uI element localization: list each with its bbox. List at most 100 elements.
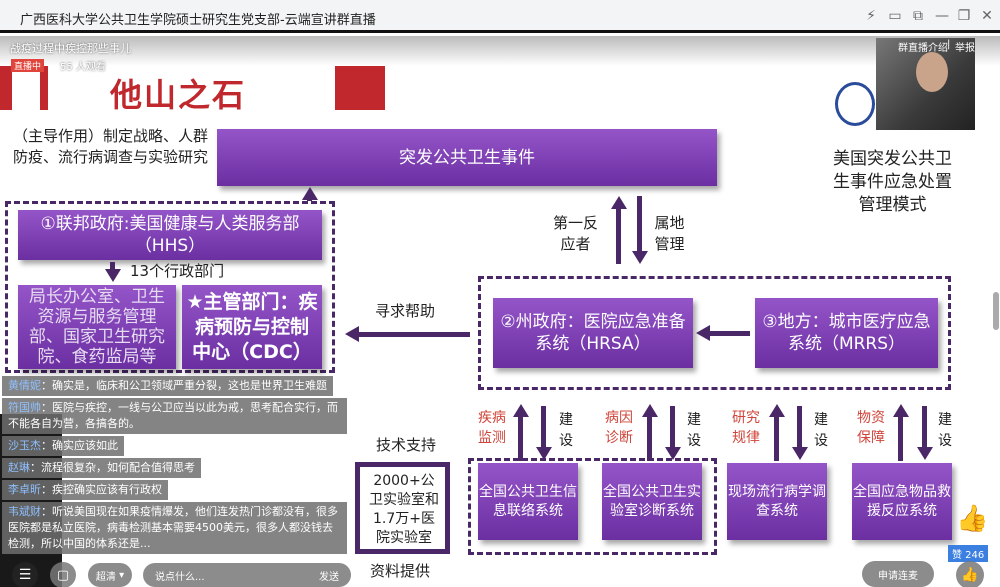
federal-group xyxy=(5,201,335,373)
chat-message: 赵琳：流程很复杂，如何配合值得思考 xyxy=(2,458,201,478)
left-caption: （主导作用）制定战略、人群防疫、流行病调查与实验研究 xyxy=(12,127,208,166)
arrow-down xyxy=(670,406,675,448)
chat-message: 沙玉杰：确实应该如此 xyxy=(2,436,124,456)
header-shade xyxy=(0,36,1000,66)
data-provide-label: 资料提供 xyxy=(370,562,431,580)
box-system-1: 全国公共卫生信息联络系统 xyxy=(478,463,578,540)
box-system-3: 现场流行病学调查系统 xyxy=(727,463,827,540)
copy-icon[interactable]: ⧉ xyxy=(913,8,923,24)
arrow-up xyxy=(647,416,652,461)
chat-message: 符国帅：医院与疾控，一线与公卫应当以此为戒，思考配合实行，而不能各自为营，各搞各… xyxy=(2,398,347,434)
chat-list: 黄倩妮：确实是，临床和公卫领域严重分裂，这也是世界卫生难题 符国帅：医院与疾控，… xyxy=(2,376,347,554)
box-hhs: ①联邦政府:美国健康与人类服务部（HHS） xyxy=(18,210,322,260)
local-mgmt-label: 属地管理 xyxy=(654,214,685,253)
chat-user: 符国帅 xyxy=(8,401,41,414)
slide-decor xyxy=(40,66,48,110)
label-supplies: 物资保障 xyxy=(857,410,885,446)
seek-help-label: 寻求帮助 xyxy=(375,302,436,320)
build-label: 建设 xyxy=(687,412,701,449)
university-logo xyxy=(835,82,875,126)
send-button[interactable]: 发送 xyxy=(319,571,339,583)
live-badge: 直播中 xyxy=(11,59,45,72)
video-stage: 他山之石 战疫过程中疾控那些事儿 直播中 55 人观看 群直播介绍 | 举报 突… xyxy=(0,36,1000,587)
box-public-health-event: 突发公共卫生事件 xyxy=(217,129,717,186)
arrowhead xyxy=(345,326,359,342)
chat-text: ：确实应该如此 xyxy=(41,439,118,452)
arrow-left xyxy=(708,331,750,336)
tech-support-label: 技术支持 xyxy=(376,436,437,454)
pip-icon[interactable]: ▭ xyxy=(888,8,902,24)
quality-select[interactable]: 超清 ▾ xyxy=(88,563,132,587)
viewer-count: 55 人观看 xyxy=(60,62,106,73)
chat-user: 沙玉杰 xyxy=(8,439,41,452)
box-local: ③地方：城市医疗应急系统（MRRS） xyxy=(755,298,938,368)
labs-text: 2000+公卫实验室和1.7万+医院实验室 xyxy=(369,473,439,546)
state-local-group xyxy=(478,276,951,390)
label-research: 研究规律 xyxy=(732,410,760,446)
arrow-up xyxy=(774,416,779,461)
report-link[interactable]: 举报 xyxy=(955,43,975,54)
window-title: 广西医科大学公共卫生学院硕士研究生党支部-云端宣讲群直播 xyxy=(20,13,376,28)
chat-message: 李卓昕：疾控确实应该有行政权 xyxy=(2,480,168,500)
slide-title: 他山之石 xyxy=(110,76,247,114)
chat-user: 黄倩妮 xyxy=(8,379,41,392)
arrow-up xyxy=(518,416,523,461)
chat-placeholder: 说点什么... xyxy=(155,571,205,583)
quality-label: 超清 xyxy=(95,571,116,583)
thumbs-up-icon[interactable]: 👍 xyxy=(956,561,984,587)
chat-text: ：流程很复杂，如何配合值得思考 xyxy=(30,461,195,474)
chat-input[interactable]: 说点什么... 发送 xyxy=(143,563,351,587)
thumbs-up-emoji: 👍 xyxy=(956,504,989,534)
chat-user: 赵琳 xyxy=(8,461,30,474)
chat-user: 李卓昕 xyxy=(8,483,41,496)
thirteen-depts: 13个行政部门 xyxy=(130,262,225,280)
arrow-left xyxy=(358,332,470,337)
box-sub-departments: 局长办公室、卫生资源与服务管理部、国家卫生研究院、食药监局等 xyxy=(18,285,176,369)
presenter-face xyxy=(916,52,948,92)
chat-message: 韦斌财：听说美国现在如果疫情爆发，他们连发热门诊都没有，很多医院都是私立医院，病… xyxy=(2,502,347,554)
close-button[interactable]: ✕ xyxy=(981,8,993,24)
arrow-up xyxy=(616,208,621,264)
national-group xyxy=(468,458,717,555)
box-state: ②州政府：医院应急准备系统（HRSA） xyxy=(493,298,693,368)
chat-user: 韦斌财 xyxy=(8,505,41,518)
lab-loop xyxy=(355,462,450,554)
arrow-down xyxy=(110,262,115,270)
scrollbar[interactable] xyxy=(993,292,999,330)
chat-text: ：听说美国现在如果疫情爆发，他们连发热门诊都没有，很多医院都是私立医院，病毒检测… xyxy=(8,505,338,550)
arrow-down xyxy=(637,196,642,252)
box-system-2: 全国公共卫生实验室诊断系统 xyxy=(602,463,702,540)
first-responder-label: 第一反应者 xyxy=(552,214,598,253)
like-count: 赞 246 xyxy=(948,545,989,562)
build-label: 建设 xyxy=(559,412,573,449)
slide-decor xyxy=(0,66,12,110)
slide-decor xyxy=(335,66,385,110)
arrow-up xyxy=(307,199,312,201)
live-title: 战疫过程中疾控那些事儿 xyxy=(10,42,131,55)
minimize-button[interactable]: — xyxy=(935,8,949,24)
build-label: 建设 xyxy=(814,412,828,449)
presenter-camera[interactable] xyxy=(876,38,975,130)
intro-link[interactable]: 群直播介绍 xyxy=(898,43,948,54)
arrow-down xyxy=(922,406,927,448)
box-system-4: 全国应急物品救援反应系统 xyxy=(852,463,952,540)
model-title: 美国突发公共卫生事件应急处置管理模式 xyxy=(833,149,952,215)
chat-list-icon[interactable]: ☰ xyxy=(12,562,38,587)
chat-text: ：疾控确实应该有行政权 xyxy=(41,483,162,496)
arrow-down xyxy=(541,406,546,448)
chat-message: 黄倩妮：确实是，临床和公卫领域严重分裂，这也是世界卫生难题 xyxy=(2,376,333,396)
separator: | xyxy=(947,39,951,50)
maximize-button[interactable]: ❐ xyxy=(957,8,971,24)
arrowhead xyxy=(696,325,710,341)
arrow-up xyxy=(898,416,903,461)
apply-mic-button[interactable]: 申请连麦 xyxy=(862,561,934,587)
chat-text: ：确实是，临床和公卫领域严重分裂，这也是世界卫生难题 xyxy=(41,379,327,392)
label-diagnosis: 病因诊断 xyxy=(605,410,633,446)
title-bar: 广西医科大学公共卫生学院硕士研究生党支部-云端宣讲群直播 ⚡ ▭ ⧉ — ❐ ✕ xyxy=(0,0,1000,33)
arrow-down xyxy=(797,406,802,448)
build-label: 建设 xyxy=(938,412,952,449)
rotate-icon[interactable]: ▢ xyxy=(50,562,76,587)
chat-text: ：医院与疾控，一线与公卫应当以此为戒，思考配合实行，而不能各自为营，各搞各的。 xyxy=(8,401,338,430)
lightning-icon[interactable]: ⚡ xyxy=(866,8,876,24)
label-surveillance: 疾病监测 xyxy=(478,410,506,446)
